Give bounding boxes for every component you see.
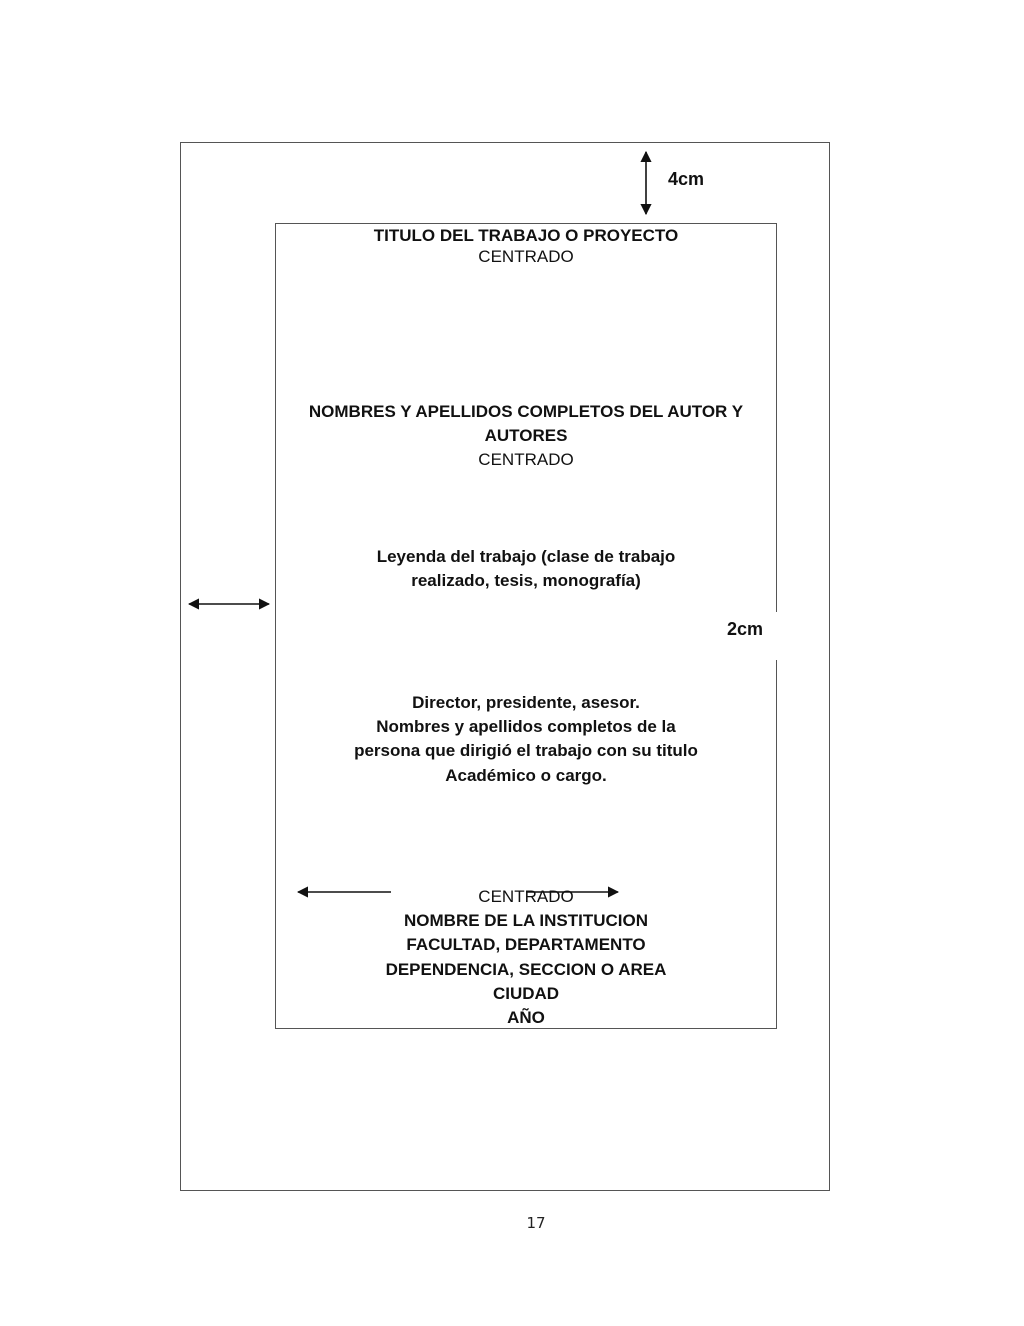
institution-name: NOMBRE DE LA INSTITUCION [404,911,648,930]
institution-centered-note: CENTRADO [478,887,574,906]
director-line-1: Director, presidente, asesor. [412,693,640,712]
side-margin-label: 2cm [727,619,764,639]
legend-line-2: realizado, tesis, monografía) [411,571,641,590]
director-line-4: Académico o cargo. [445,766,607,785]
city: CIUDAD [492,984,560,1003]
year: AÑO [507,1008,545,1027]
page-number: 17 [526,1214,546,1232]
authors-line-1: NOMBRES Y APELLIDOS COMPLETOS DEL AUTOR … [308,402,744,421]
title-centered-note: CENTRADO [478,247,574,266]
director-line-2: Nombres y apellidos completos de la [376,717,676,736]
title-line: TITULO DEL TRABAJO O PROYECTO [373,226,679,245]
director-line-3: persona que dirigió el trabajo con su ti… [354,741,698,760]
dependency-section: DEPENDENCIA, SECCION O AREA [385,960,667,979]
authors-centered-note: CENTRADO [478,450,574,469]
top-margin-label: 4cm [668,169,705,189]
faculty-department: FACULTAD, DEPARTAMENTO [406,935,646,954]
right-margin-gap [772,612,782,660]
legend-line-1: Leyenda del trabajo (clase de trabajo [376,547,676,566]
authors-line-2: AUTORES [484,426,568,445]
page-outer-frame [180,142,830,1191]
